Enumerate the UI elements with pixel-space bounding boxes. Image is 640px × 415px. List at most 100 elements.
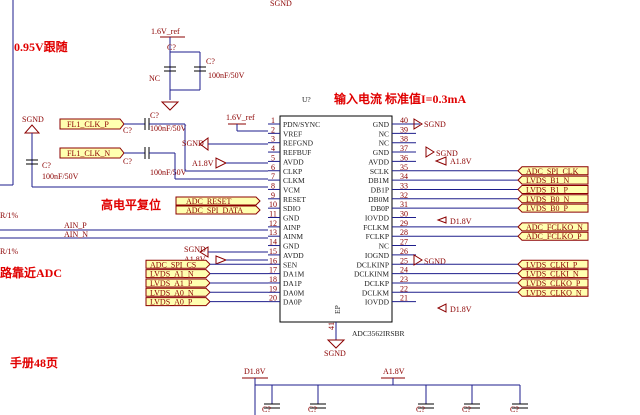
a18-label-bottom: A1.8V [383,367,405,376]
svg-text:FL1_CLK_N: FL1_CLK_N [67,149,110,158]
cap-clkn-ref: C? [123,157,132,166]
left-pin-name: CLKP [283,167,302,176]
sgnd-label-p14: SGND [184,245,206,254]
left-pin-name: VREF [283,129,302,138]
right-net-flag [517,287,589,297]
left-net-flag-label: LVDS_A1_P [150,279,193,288]
left-pin-name: DA0P [283,298,302,307]
right-pin-number: 39 [400,125,408,134]
right-pin-number: 32 [400,191,408,200]
bottom-cap-group: C?C?C?C?C? [262,385,528,414]
right-pin-number: 38 [400,135,408,144]
ep-gnd-arrow [326,339,346,349]
left-pin-number: 10 [269,200,277,209]
right-net-flag [517,222,589,232]
right-pin-number: 34 [400,172,408,181]
flag-adc-spi-data: ADC_SPI_DATA [175,205,261,215]
sgnd-arrow-left [23,124,41,134]
cap-vcm-label: 100nF/50V [42,172,79,181]
left-net-flag-label: ADC_SPI_CS [150,260,196,269]
bottom-cap-ref: C? [510,405,519,414]
sgnd-arrow-p26 [413,254,423,266]
right-net-flag-label: LVDS_CLKO_N [526,288,582,297]
note-reset-high: 高电平复位 [101,197,161,212]
right-net-flag [517,184,589,194]
left-pin-name: REFGND [283,139,314,148]
right-pin-number: 31 [400,200,408,209]
ain-n-label: AIN_N [64,230,88,239]
left-flag-group: ADC_SPI_CSLVDS_A1_NLVDS_A1_PLVDS_A0_NLVD… [145,259,268,307]
cap-vcm-ref: C? [42,161,51,170]
right-net-flag [517,231,589,241]
right-pin-number: 23 [400,275,408,284]
left-pin-number: 17 [269,266,277,275]
left-pin-name: PDN/SYNC [283,120,320,129]
left-pin-name: AINM [283,232,303,241]
bottom-cap-ref: C? [416,405,425,414]
a18-arrow-p36 [434,156,447,166]
ain-p-label: AIN_P [64,221,87,230]
a18-label-left: A1.8V [192,159,214,168]
left-pin-number: 5 [271,153,275,162]
clk-flag-n: FL1_CLK_N [59,147,125,159]
left-pin-number: 12 [269,219,277,228]
right-pin-name: IOVDD [365,298,390,307]
right-net-flag-label: LVDS_CLKI_N [526,270,579,279]
cap-nc-ref: C? [167,43,176,52]
left-pin-name: CLKM [283,176,305,185]
r1-label: R/1% [0,211,19,220]
left-pin-number: 15 [269,247,277,256]
right-pin-number: 33 [400,181,408,190]
r2-label: R/1% [0,247,19,256]
cap-100n-ref: C? [206,57,215,66]
right-pin-name: GND [373,120,390,129]
left-pin-name: VCM [283,185,300,194]
left-pin-name: REFBUF [283,148,311,157]
left-pin-name: DA1M [283,270,305,279]
left-pin-number: 11 [269,210,277,219]
bottom-cap-ref: C? [262,405,271,414]
cap-nc-label: NC [149,74,160,83]
bottom-cap-ref: C? [462,405,471,414]
right-pin-name: NC [379,139,389,148]
note-follow: 0.95V跟随 [14,39,68,54]
left-net-flag [145,259,211,269]
left-pin-name: GND [283,214,300,223]
left-pin-number: 9 [271,191,275,200]
right-pin-name: DB1M [368,176,389,185]
right-net-flag-label: ADC_FCLKO_P [526,232,582,241]
left-pin-name: SEN [283,260,298,269]
right-pin-number: 27 [400,238,408,247]
right-net-flag-label: LVDS_B0_N [526,195,569,204]
right-pin-number: 30 [400,210,408,219]
svg-text:ADC_SPI_DATA: ADC_SPI_DATA [186,206,243,215]
d18-arrow-p30 [436,216,447,224]
right-net-flag [517,278,589,288]
a18-label-p15: A1.8V [184,255,206,264]
left-pin-name: RESET [283,195,306,204]
left-pin-name: SDIO [283,204,301,213]
right-pin-name: SCLK [370,167,390,176]
sgnd-arrow-p40 [413,118,423,130]
right-pin-name: DB0P [371,204,389,213]
right-pin-group: 40GND39NC38NC37GND36AVDD35SCLK34DB1M33DB… [354,116,416,307]
right-pin-number: 21 [400,294,408,303]
svg-text:ADC_RESET: ADC_RESET [186,197,231,206]
right-net-flag-label: ADC_SPI_CLK [526,167,579,176]
left-pin-number: 16 [269,256,277,265]
right-pin-number: 29 [400,219,408,228]
cap-clkn-label: 100nF/50V [150,168,187,177]
cap-100n-label: 100nF/50V [208,71,245,80]
left-net-flag [145,269,211,279]
chip-ref: U? [302,95,311,104]
d18-arrow-p21 [436,303,447,313]
left-pin-number: 19 [269,284,277,293]
left-pin-number: 4 [271,144,275,153]
right-pin-name: NC [379,242,389,251]
a18-label-p36: A1.8V [450,157,472,166]
right-pin-number: 36 [400,153,408,162]
d18-label-p21: D1.8V [450,305,472,314]
svg-text:FL1_CLK_P: FL1_CLK_P [67,120,109,129]
right-net-flag-label: LVDS_CLKO_P [526,279,581,288]
